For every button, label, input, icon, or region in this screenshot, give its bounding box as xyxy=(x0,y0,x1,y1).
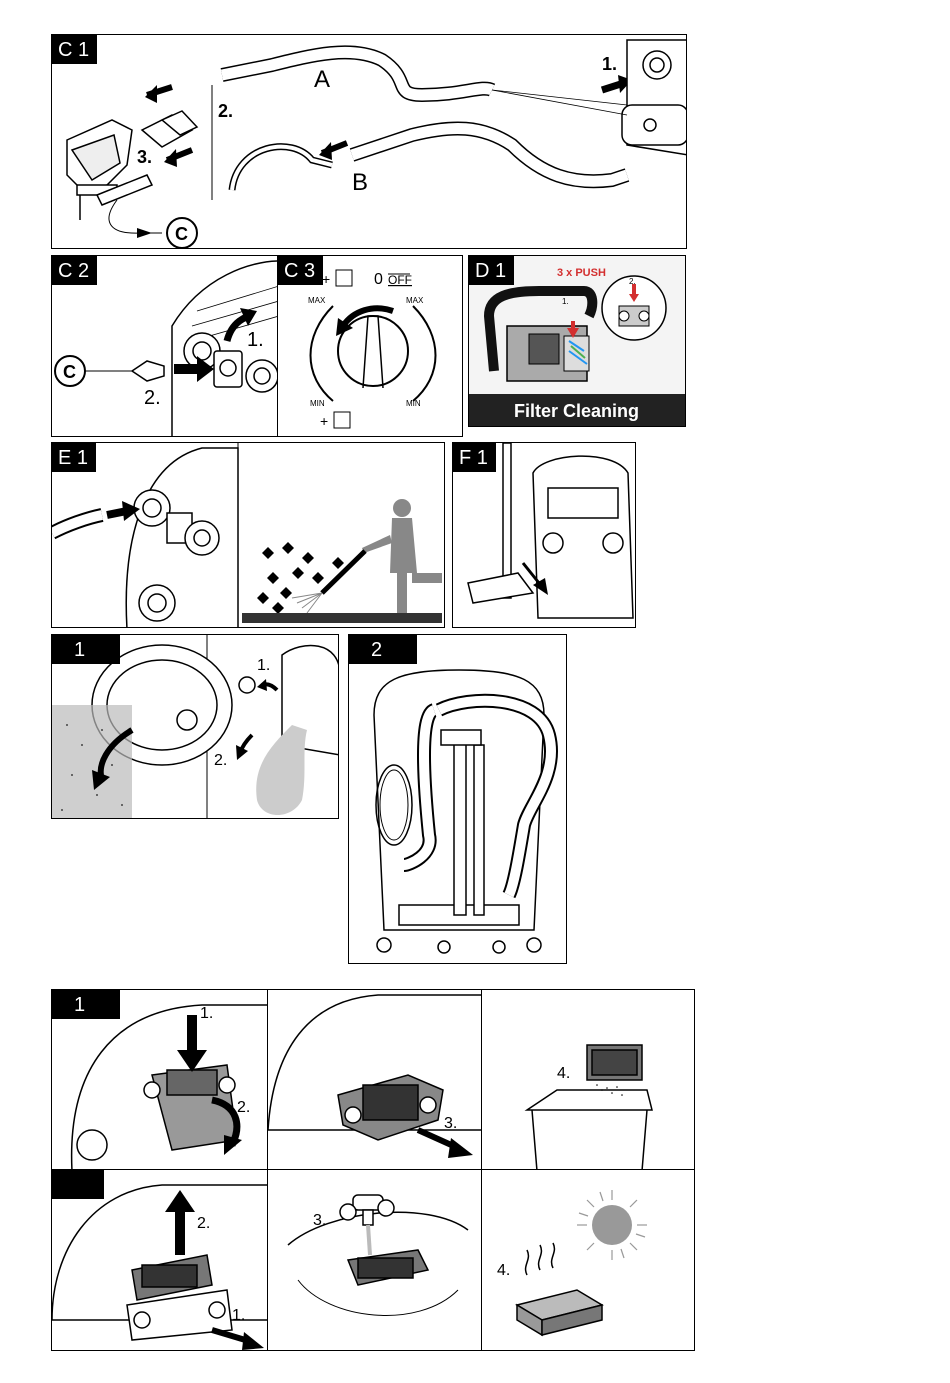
c1-a-label: A xyxy=(314,66,330,93)
g2b-illustration: 3. xyxy=(268,1170,482,1351)
c1-step2-label: 2. xyxy=(218,101,233,121)
panel-f1: F 1 xyxy=(452,442,636,628)
panel-e1-tag: E 1 xyxy=(52,443,96,472)
g2b-step3-label: 3. xyxy=(313,1212,326,1229)
g1a-step2-label: 2. xyxy=(237,1099,250,1116)
panel-d1: 3 x PUSH 2. 1. Filter Cleaning D 1 xyxy=(468,255,686,427)
g1b-illustration: 3. xyxy=(268,990,482,1170)
c3-plus-bottom: + xyxy=(320,413,328,429)
panel-c2: C 1. 2. C 2 xyxy=(51,255,278,437)
c3-max-left: MAX xyxy=(308,296,326,305)
c3-min-left: MIN xyxy=(310,399,325,408)
p1-step2-label: 2. xyxy=(214,752,227,769)
g1b-step3-label: 3. xyxy=(444,1115,457,1132)
c3-off: OFF xyxy=(388,273,412,287)
panel-c1-tag: C 1 xyxy=(52,35,97,64)
d1-step1-label: 1. xyxy=(562,297,569,306)
g1c-step4-label: 4. xyxy=(557,1065,570,1082)
panel-g2-a: 2. 1. xyxy=(51,1169,268,1351)
panel-c3: + 0 OFF MAX MAX MIN MIN + C 3 xyxy=(277,255,463,437)
c2-c-label: C xyxy=(63,362,76,382)
panel-c1: C xyxy=(51,34,687,249)
panel-g1-b: 3. xyxy=(267,989,482,1170)
c3-zero: 0 xyxy=(374,271,383,288)
panel-g2-tag xyxy=(52,1170,104,1199)
panel-2-storage: 2 xyxy=(348,634,567,964)
p2-illustration xyxy=(349,635,567,964)
d1-banner-label: Filter Cleaning xyxy=(514,401,639,421)
c1-c-label: C xyxy=(175,224,188,244)
g1c-illustration: 4. xyxy=(482,990,695,1170)
g2a-step1-label: 1. xyxy=(232,1307,245,1324)
c2-step1-label: 1. xyxy=(247,329,264,351)
c3-plug-icon-top xyxy=(336,270,352,286)
d1-push-label: 3 x PUSH xyxy=(557,267,606,279)
p1-step1-label: 1. xyxy=(257,657,270,674)
panel-e1: E 1 xyxy=(51,442,445,628)
panel-c3-tag: C 3 xyxy=(278,256,323,285)
g2c-illustration: 4. xyxy=(482,1170,695,1351)
c1-step1-label: 1. xyxy=(602,54,617,74)
panel-g1-a: 1. 2. 1 xyxy=(51,989,268,1170)
g2a-step2-label: 2. xyxy=(197,1215,210,1232)
panel-g2-c: 4. xyxy=(481,1169,695,1351)
g2c-step4-label: 4. xyxy=(497,1262,510,1279)
c3-plus-top: + xyxy=(322,271,330,287)
sun-icon xyxy=(577,1190,647,1260)
d1-step2-label: 2. xyxy=(629,277,636,286)
e1-illustration xyxy=(52,443,445,628)
panel-d1-tag: D 1 xyxy=(469,256,514,285)
c3-min-right: MIN xyxy=(406,399,421,408)
c1-b-label: B xyxy=(352,169,368,196)
panel-g1-tag: 1 xyxy=(52,990,120,1019)
panel-1-tag: 1 xyxy=(52,635,120,664)
panel-f1-tag: F 1 xyxy=(453,443,496,472)
panel-1-empty: 1. 2. 1 xyxy=(51,634,339,819)
panel-g2-b: 3. xyxy=(267,1169,482,1351)
c1-illustration: C xyxy=(52,35,687,249)
panel-c2-tag: C 2 xyxy=(52,256,97,285)
c1-step3-label: 3. xyxy=(137,147,152,167)
panel-g1-c: 4. xyxy=(481,989,695,1170)
c3-max-right: MAX xyxy=(406,296,424,305)
g1a-step1-label: 1. xyxy=(200,1005,213,1022)
panel-2-tag: 2 xyxy=(349,635,417,664)
c2-step2-label: 2. xyxy=(144,387,161,409)
c3-plug-icon-bottom xyxy=(334,412,350,428)
